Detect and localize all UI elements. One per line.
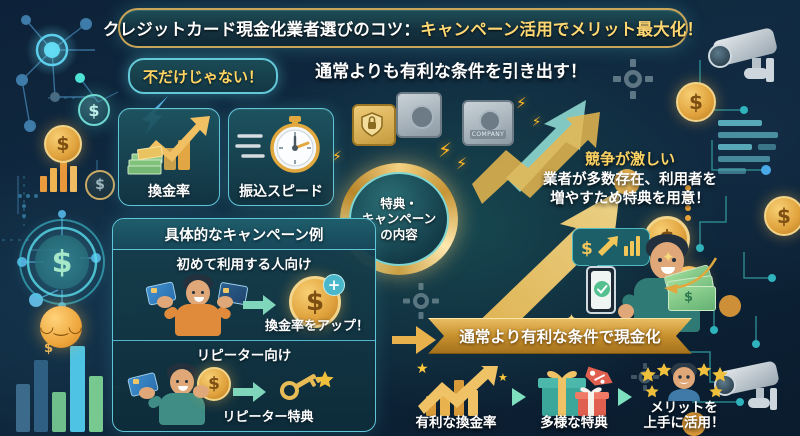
- campaign-example-section-first-time: 初めて利用する人向け: [113, 250, 375, 341]
- medallion-line-3: の内容: [380, 226, 418, 242]
- competition-text-block: 競争が激しい 業者が多数存在、利用者を 増やすため特典を用意！: [505, 148, 755, 208]
- lightning-bolt-icon: ⚡: [438, 138, 453, 162]
- arrow-right-icon: [618, 388, 632, 406]
- gear-icon: [612, 58, 654, 104]
- dollar-coin-icon: $: [78, 94, 110, 126]
- gold-coin-plus-icon: $: [289, 276, 341, 328]
- campaign-examples-panel: 具体的なキャンペーン例 初めて利用する人向け: [112, 218, 376, 432]
- sparkle-icon: ✦: [662, 248, 675, 266]
- campaign-examples-header: 具体的なキャンペーン例: [113, 219, 375, 250]
- cash-growth-chart-icon: [119, 109, 219, 181]
- feature-card-label: 振込スピード: [239, 184, 323, 200]
- gold-banner: 通常より有利な条件で現金化: [428, 318, 692, 354]
- svg-text:$: $: [581, 239, 593, 259]
- arrow-right-icon: [512, 388, 526, 406]
- speech-bubble-money-chart: $: [572, 228, 650, 266]
- bottom-step-label: 多様な特典: [540, 415, 608, 432]
- smiley-coin-icon: ◡‿◡: [39, 306, 83, 348]
- medallion-line-2: キャンペーン: [361, 211, 437, 227]
- feature-card-exchange-rate: 換金率: [118, 108, 220, 206]
- bottom-step-various-benefits: 多様な特典: [528, 366, 620, 432]
- bottom-step-favorable-rate: 有利な換金率: [404, 366, 508, 432]
- bottom-step-use-merits: メリットを 上手に活用！: [636, 362, 732, 432]
- cctv-camera-icon: [704, 26, 790, 90]
- vault-lock-gold-icon: [352, 104, 396, 146]
- person-holding-coin-icon: $: [127, 361, 231, 425]
- campaign-section-subtitle: 初めて利用する人向け: [176, 257, 312, 273]
- bottom-step-label: 有利な換金率: [415, 415, 497, 432]
- feature-card-transfer-speed: 振込スピード: [228, 108, 334, 206]
- bar-chart-up-icon: [418, 366, 498, 417]
- competition-body-line-2: 増やすため特典を用意！: [550, 190, 710, 207]
- gift-boxes-icon: [538, 366, 613, 417]
- top-statement-text: 通常よりも有利な条件を引き出す！: [315, 62, 587, 82]
- sub-pill-label: 不だけじゃない！: [142, 67, 263, 86]
- dollar-coin-icon: $: [44, 125, 82, 163]
- dollar-coin-icon: $: [764, 196, 800, 236]
- medallion-line-1: 特典・: [380, 196, 418, 212]
- person-with-phone-and-cash-illustration: $ $ ✦ ✦: [556, 226, 756, 332]
- gold-banner-label: 通常より有利な条件で現金化: [459, 328, 661, 346]
- lightning-bolt-icon: ⚡: [516, 94, 527, 112]
- competition-body-line-1: 業者が多数存在、利用者を: [543, 172, 717, 188]
- company-safe-icon: COMPANY: [462, 100, 514, 146]
- campaign-section-result-label: 換金率をアップ！: [264, 319, 369, 334]
- sparkle-icon: ★: [416, 361, 429, 377]
- bottom-step-label-line-1: メリットを: [650, 399, 718, 416]
- campaign-example-section-repeater: リピーター向け $: [113, 341, 375, 429]
- dollar-coin-icon: $: [85, 170, 115, 200]
- plus-badge-icon: +: [323, 274, 345, 296]
- gold-key-star-icon: [279, 371, 334, 400]
- cctv-camera-icon: [712, 360, 794, 420]
- page-title-lead: クレジットカード現金化業者選びのコツ：: [102, 20, 421, 39]
- smartphone-icon: [586, 266, 616, 314]
- campaign-section-subtitle: リピーター向け: [196, 348, 292, 364]
- campaign-section-result-label: リピーター特典: [222, 410, 314, 425]
- bottom-step-label-line-2: 上手に活用！: [643, 415, 725, 432]
- happy-person-stars-icon: [640, 362, 728, 401]
- lightning-bolt-icon: ⚡: [532, 115, 542, 130]
- sub-pill-badge: 不だけじゃない！: [128, 58, 278, 94]
- lightning-bolt-icon: ⚡: [456, 154, 468, 173]
- campaign-examples-header-label: 具体的なキャンペーン例: [164, 227, 324, 244]
- gear-icon: [402, 282, 440, 324]
- document-lines-decoration: [718, 118, 794, 176]
- lightning-bolt-icon: ⚡: [332, 149, 342, 165]
- dollar-coin-icon: $: [676, 82, 716, 122]
- person-holding-credit-cards-icon: [145, 272, 249, 336]
- page-title-highlight: キャンペーン活用でメリット最大化！: [420, 20, 704, 39]
- page-title: クレジットカード現金化業者選びのコツ：キャンペーン活用でメリット最大化！: [103, 8, 703, 48]
- competition-heading: 競争が激しい: [584, 150, 675, 168]
- sparkle-icon: ★: [498, 371, 508, 384]
- safe-dial-icon: [396, 92, 442, 138]
- svg-text:$: $: [52, 245, 73, 280]
- feature-card-label: 換金率: [148, 184, 190, 200]
- stopwatch-icon: [229, 109, 333, 181]
